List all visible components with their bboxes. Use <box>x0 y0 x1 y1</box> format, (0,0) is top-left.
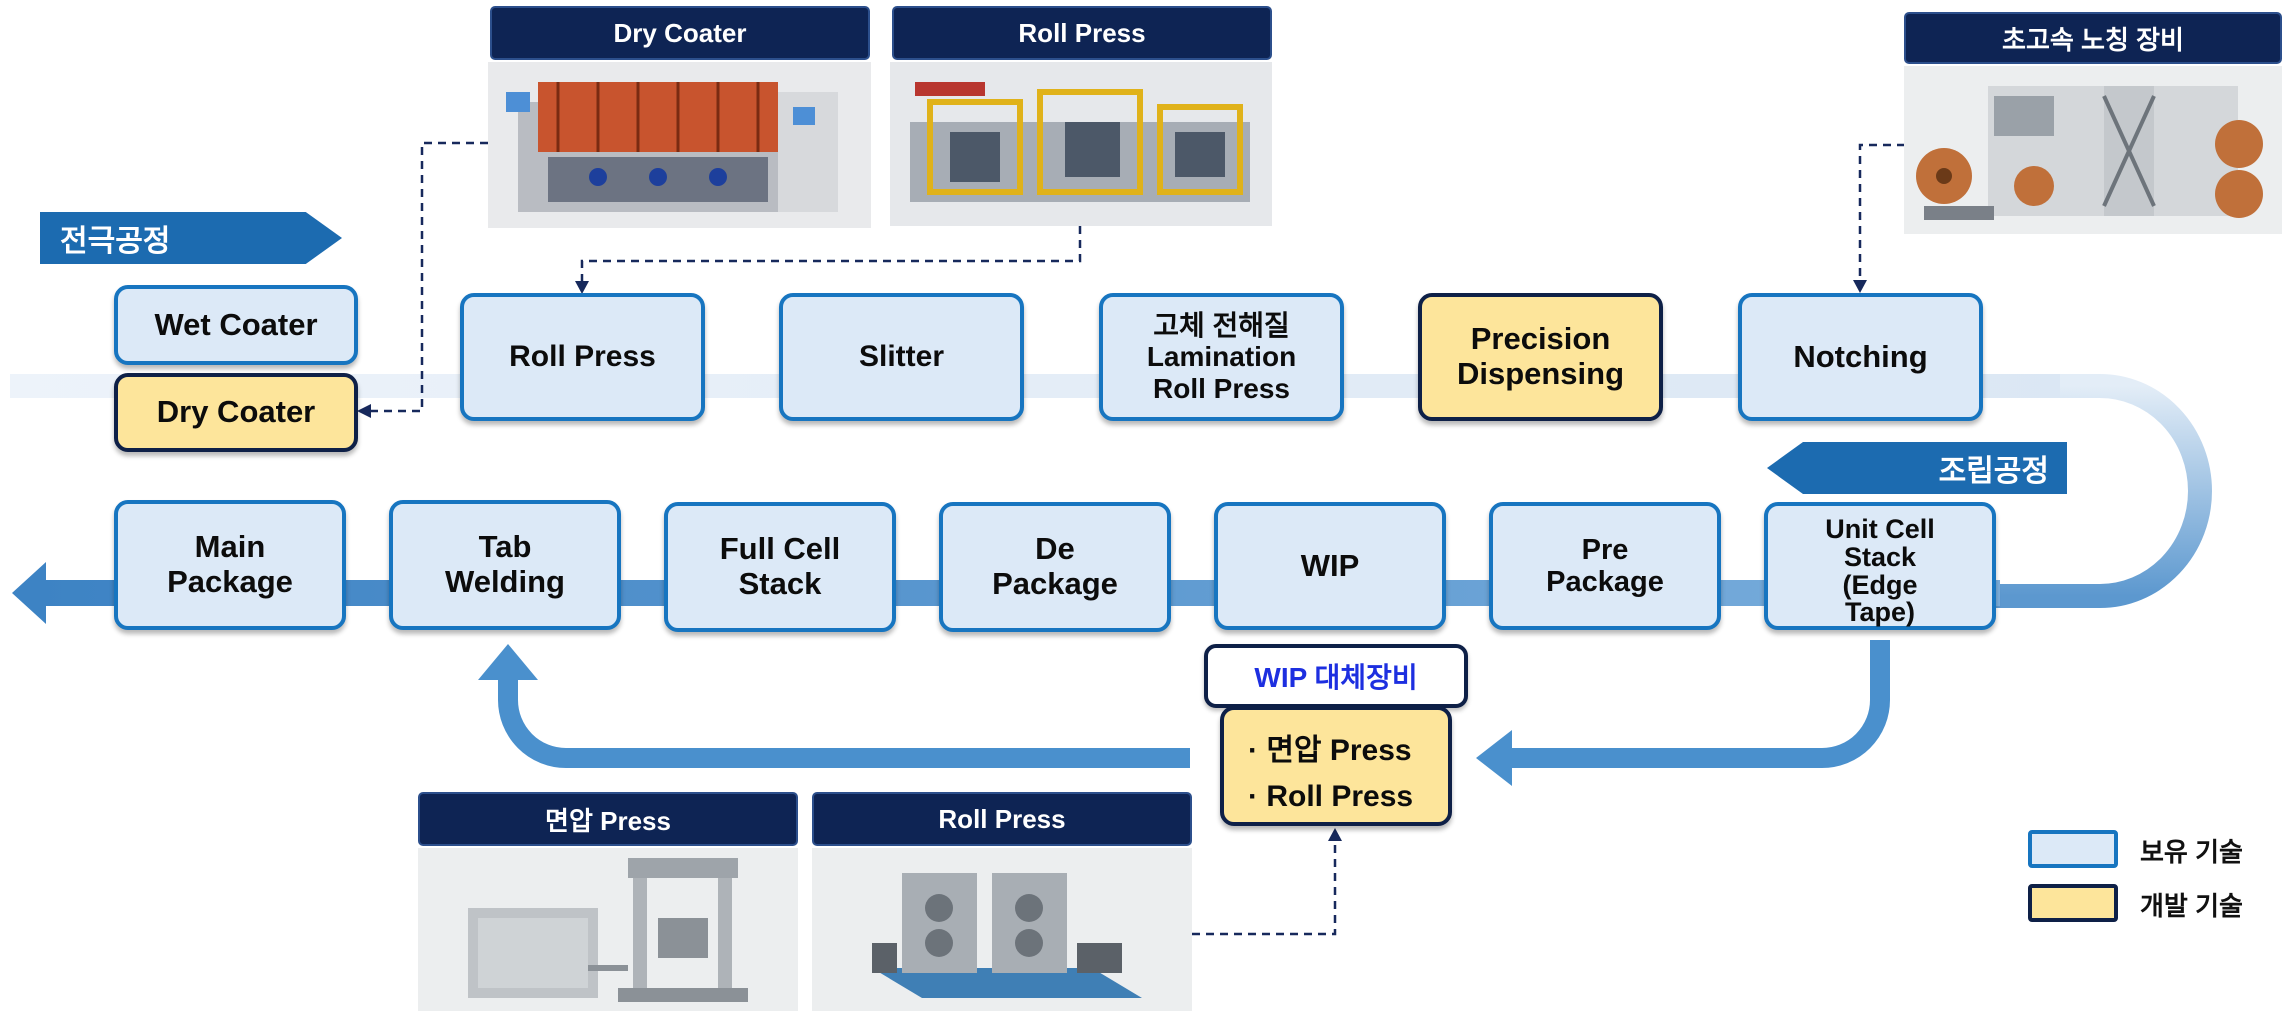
connector-dry-coater <box>370 141 488 413</box>
dry-coater-photo <box>488 62 871 228</box>
notching-machine-photo-title: 초고속 노칭 장비 <box>1904 12 2282 64</box>
face-press-photo-title: 면압 Press <box>418 792 798 846</box>
roll-press-machine-image <box>812 848 1192 1011</box>
step-notching: Notching <box>1738 293 1983 421</box>
step-wip: WIP <box>1214 502 1446 630</box>
connector-notching-head <box>1853 280 1867 293</box>
legend-dev-swatch <box>2028 884 2118 922</box>
notching-machine-image <box>1904 66 2282 234</box>
wip-alt-title: WIP 대체장비 <box>1204 644 1468 708</box>
connector-roll-press-head <box>575 281 589 294</box>
legend-owned-label: 보유 기술 <box>2140 837 2243 867</box>
assembly-process-tag: 조립공정 <box>1767 442 2067 494</box>
flow-uturn <box>1990 374 2212 608</box>
dry-coater-machine-image <box>488 62 871 228</box>
roll-press-top-photo <box>890 62 1272 226</box>
notching-machine-photo <box>1904 66 2282 234</box>
wip-alt-item-face-press: · 면압 Press <box>1248 734 1412 767</box>
roll-press-top-photo-title: Roll Press <box>892 6 1272 60</box>
face-press-machine-image <box>418 848 798 1011</box>
connector-dry-coater-head <box>357 404 371 418</box>
wip-bypass-up-arrowhead <box>478 644 538 680</box>
step-unit-cell-stack: Unit Cell Stack (Edge Tape) <box>1764 502 1996 630</box>
step-dry-coater: Dry Coater <box>114 373 358 452</box>
step-wet-coater: Wet Coater <box>114 285 358 365</box>
wip-alt-list: · 면압 Press · Roll Press <box>1220 706 1452 826</box>
step-precision-dispensing: Precision Dispensing <box>1418 293 1663 421</box>
step-slitter: Slitter <box>779 293 1024 421</box>
legend-owned-swatch <box>2028 830 2118 868</box>
connector-wip-alt <box>1192 840 1337 936</box>
roll-press-bottom-photo <box>812 848 1192 1011</box>
wip-bypass-arrowhead <box>1476 730 1512 786</box>
face-press-photo <box>418 848 798 1011</box>
step-pre-package: Pre Package <box>1489 502 1721 630</box>
step-lamination-roll-press: 고체 전해질 Lamination Roll Press <box>1099 293 1344 421</box>
connector-wip-alt-head <box>1328 828 1342 841</box>
step-tab-welding: Tab Welding <box>389 500 621 630</box>
assembly-process-label: 조립공정 <box>1938 455 2049 488</box>
connector-roll-press <box>580 226 1082 283</box>
wip-bypass-right <box>1510 640 1890 768</box>
roll-press-bottom-photo-title: Roll Press <box>812 792 1192 846</box>
roll-press-line-image <box>890 62 1272 226</box>
dry-coater-photo-title: Dry Coater <box>490 6 870 60</box>
flow-arrowhead-left <box>12 562 46 624</box>
step-full-cell-stack: Full Cell Stack <box>664 502 896 632</box>
legend-dev-label: 개발 기술 <box>2140 891 2243 921</box>
wip-alt-item-roll-press: · Roll Press <box>1248 780 1414 813</box>
step-roll-press: Roll Press <box>460 293 705 421</box>
electrode-process-label: 전극공정 <box>60 225 171 258</box>
electrode-process-tag: 전극공정 <box>40 212 342 264</box>
step-main-package: Main Package <box>114 500 346 630</box>
step-de-package: De Package <box>939 502 1171 632</box>
wip-bypass-left <box>498 678 1190 768</box>
connector-notching <box>1858 143 1905 282</box>
